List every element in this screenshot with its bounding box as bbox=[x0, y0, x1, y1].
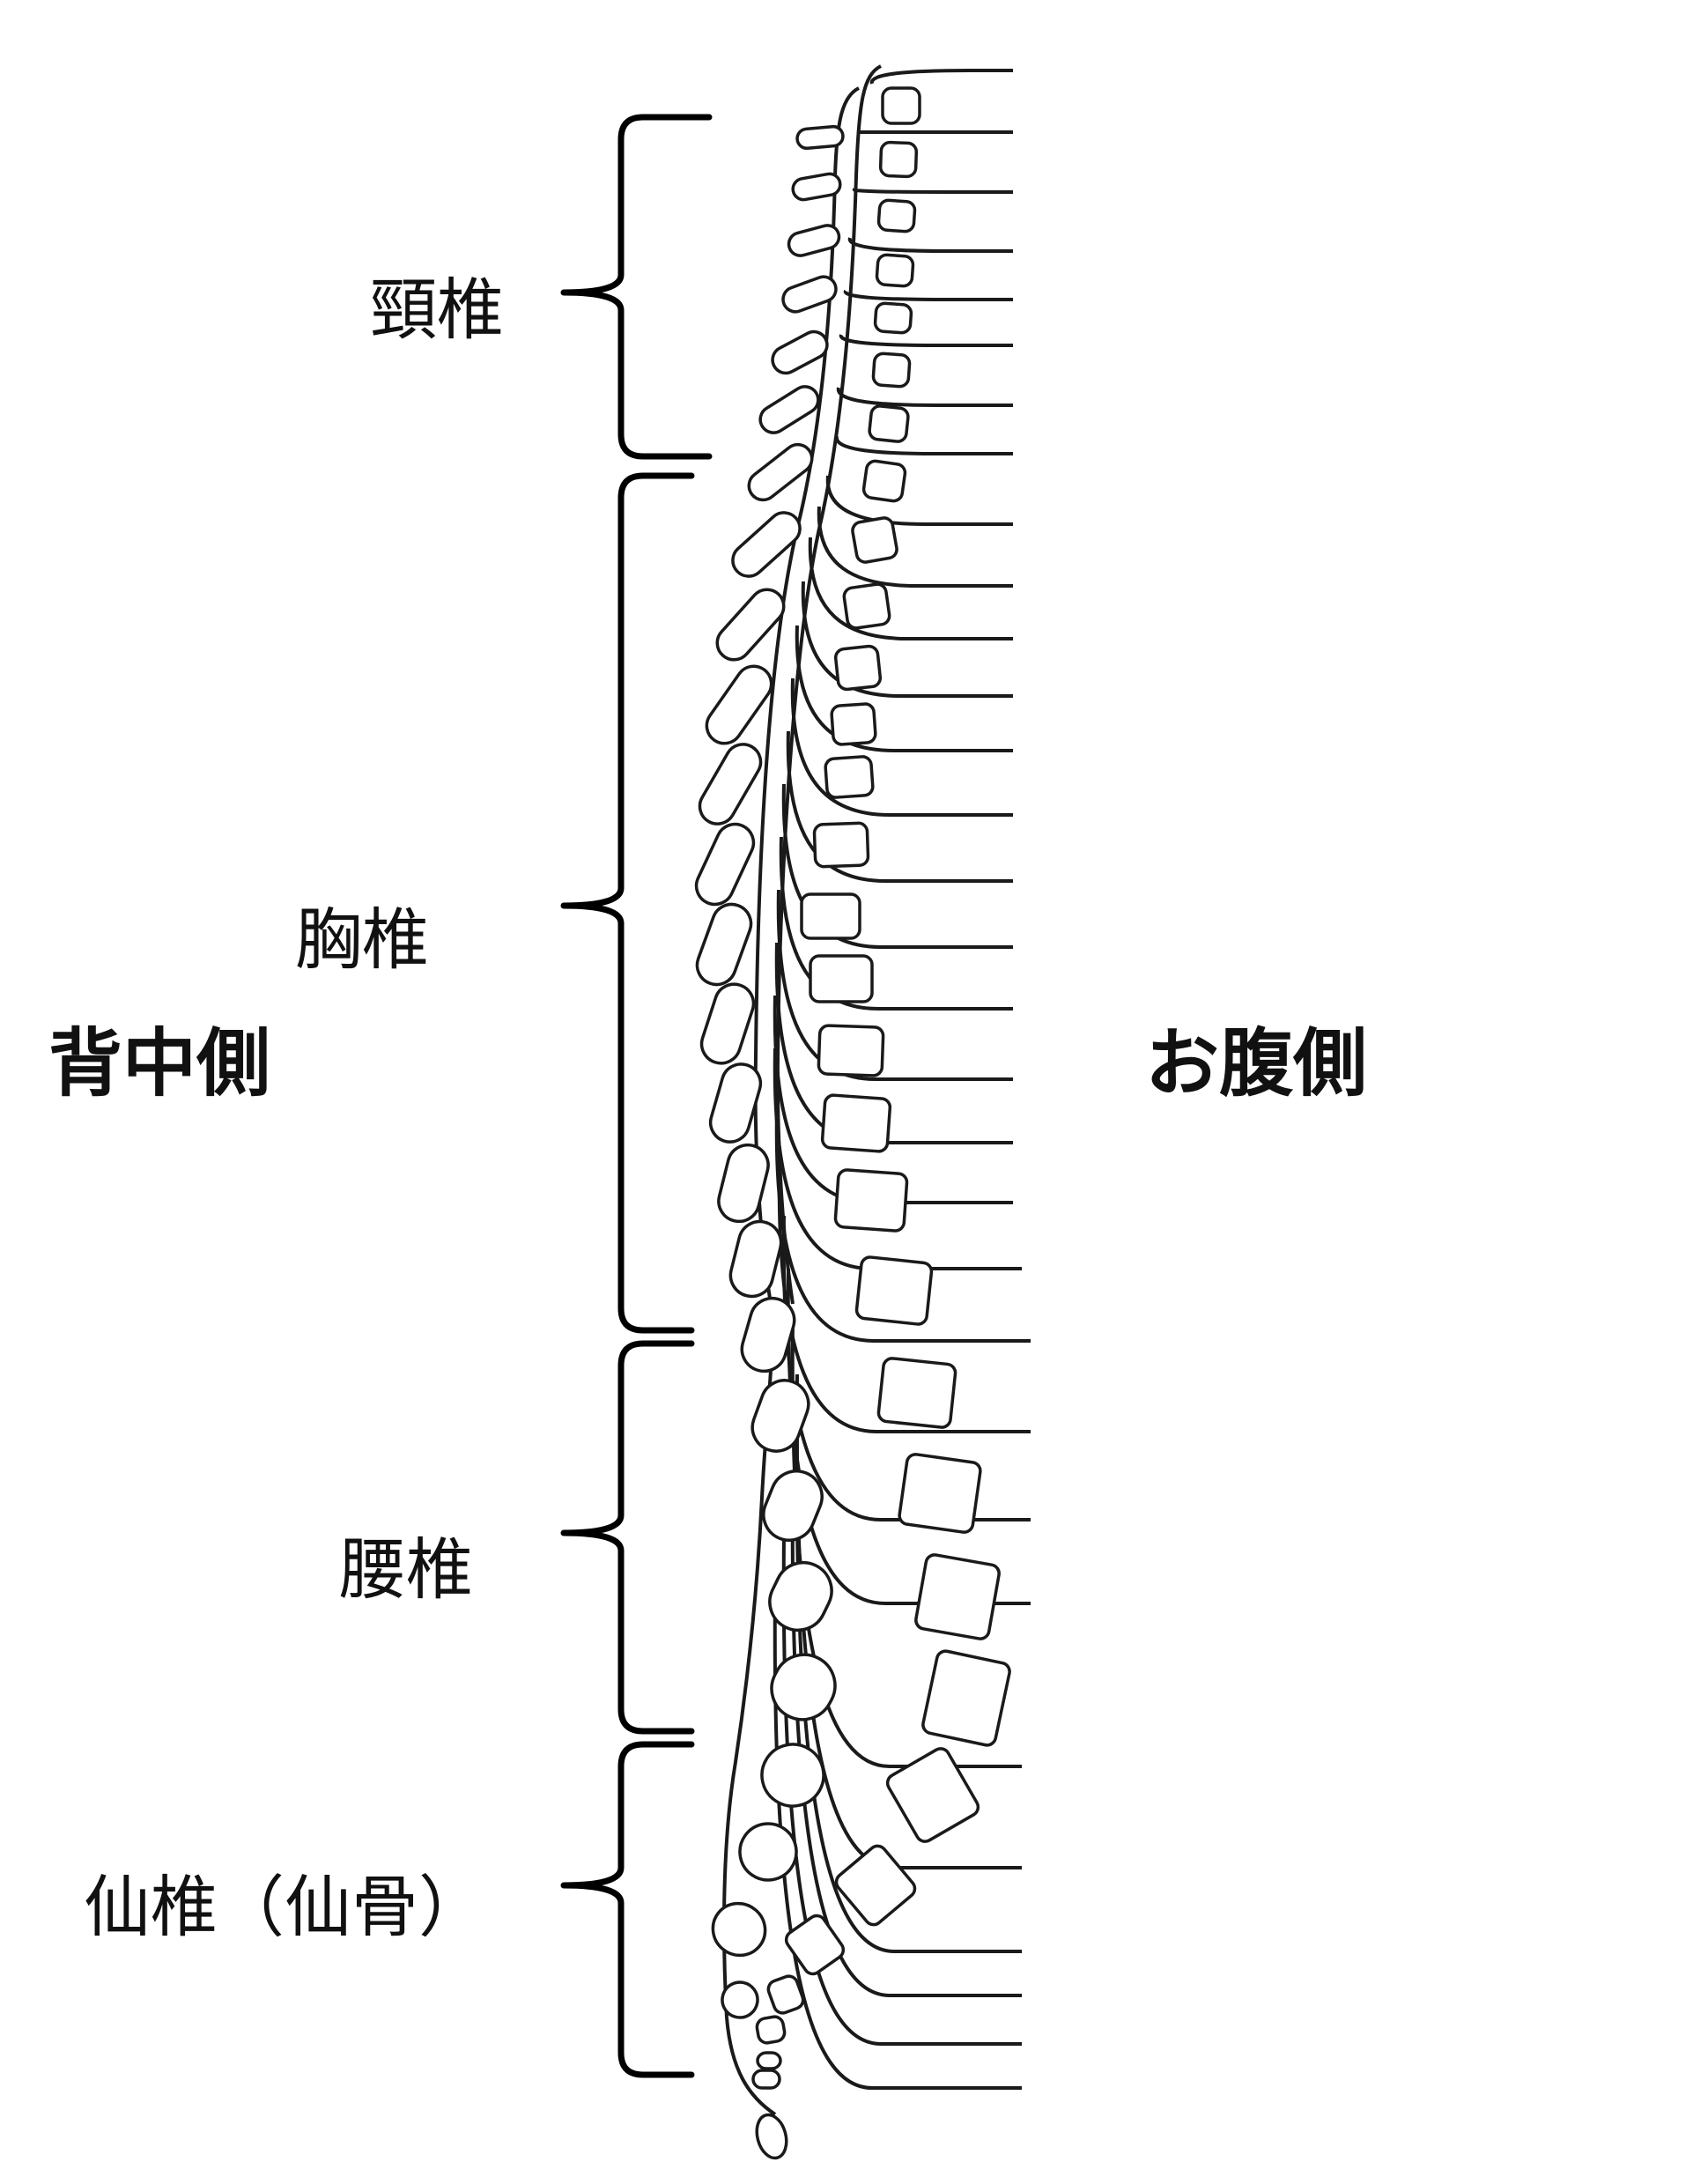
thoracic-brace bbox=[560, 472, 695, 1334]
vertebral-body-8 bbox=[861, 459, 907, 503]
spinous-process-14 bbox=[699, 982, 756, 1065]
sacral-label: 仙椎（仙骨） bbox=[84, 1868, 485, 1946]
spinous-process-9 bbox=[715, 588, 786, 662]
spinous-process-13 bbox=[695, 902, 753, 987]
spinal-nerve-20 bbox=[773, 995, 1013, 1204]
spinous-process-2 bbox=[791, 172, 842, 202]
spinal-nerve-5 bbox=[843, 290, 1013, 301]
vertebral-body-26 bbox=[834, 1844, 917, 1927]
vertebral-body-2 bbox=[878, 140, 919, 179]
vertebral-body-6 bbox=[871, 352, 912, 389]
cervical-brace bbox=[560, 114, 713, 460]
vertebral-body-18 bbox=[820, 1093, 892, 1153]
spinal-nerve-10 bbox=[817, 506, 1013, 588]
spinous-process-24 bbox=[738, 1822, 798, 1882]
vertebral-body-5 bbox=[873, 301, 913, 335]
spinous-process-21 bbox=[768, 1560, 833, 1632]
vertebral-body-3 bbox=[876, 198, 917, 233]
vertebral-body-27 bbox=[784, 1914, 846, 1976]
dorsal-side-label: 背中側 bbox=[48, 1020, 271, 1107]
cervical-label: 頸椎 bbox=[370, 270, 504, 349]
spinous-process-5 bbox=[771, 329, 829, 375]
vertebral-body-25 bbox=[885, 1747, 980, 1843]
spinal-nerve-25 bbox=[786, 1268, 1031, 1605]
spinous-process-22 bbox=[770, 1653, 837, 1721]
spinous-processes bbox=[694, 124, 845, 2160]
spinous-process-10 bbox=[705, 664, 773, 745]
sacral-brace bbox=[560, 1741, 695, 2078]
vertebral-body-14 bbox=[812, 821, 870, 869]
canal-inner-line bbox=[775, 64, 883, 1305]
spinal-nerve-9 bbox=[825, 475, 1013, 526]
spinous-process-11 bbox=[698, 743, 763, 825]
spinous-process-17 bbox=[728, 1219, 783, 1299]
spinous-process-19 bbox=[750, 1379, 810, 1453]
spinal-nerve-8 bbox=[834, 435, 1013, 455]
vertebral-body-15 bbox=[800, 892, 861, 940]
spinal-nerve-11 bbox=[808, 537, 1013, 640]
vertebral-body-28 bbox=[766, 1974, 805, 2015]
thoracic-label: 胸椎 bbox=[295, 900, 429, 979]
vertebral-body-17 bbox=[817, 1024, 885, 1077]
vertebral-body-13 bbox=[824, 755, 875, 799]
vertebral-body-23 bbox=[914, 1553, 1001, 1640]
spinous-process-8 bbox=[731, 511, 802, 578]
vertebral-body-19 bbox=[833, 1168, 909, 1233]
spinous-process-6 bbox=[758, 385, 820, 434]
spinous-process-28 bbox=[755, 2113, 788, 2160]
vertebral-body-30 bbox=[756, 2051, 782, 2070]
lumbar-label: 腰椎 bbox=[339, 1530, 473, 1609]
spinous-process-15 bbox=[708, 1062, 763, 1144]
lumbar-brace bbox=[560, 1340, 695, 1735]
vertebral-body-24 bbox=[921, 1649, 1011, 1747]
vertebral-body-12 bbox=[830, 702, 877, 746]
ventral-side-label: お腹側 bbox=[1145, 1020, 1368, 1107]
vertebral-body-11 bbox=[833, 644, 883, 692]
vertebral-body-1 bbox=[881, 86, 921, 125]
vertebral-body-10 bbox=[842, 582, 891, 630]
spinous-process-3 bbox=[787, 224, 841, 257]
spinous-process-26 bbox=[721, 1980, 759, 2019]
spinal-nerve-21 bbox=[773, 1048, 1022, 1270]
vertebral-body-21 bbox=[876, 1357, 957, 1429]
spinal-nerve-3 bbox=[852, 188, 1013, 194]
vertebral-body-20 bbox=[854, 1255, 934, 1326]
spinous-process-4 bbox=[781, 275, 838, 314]
vertebral-body-9 bbox=[851, 516, 898, 564]
spinal-nerve-13 bbox=[795, 625, 1013, 752]
spinous-process-23 bbox=[760, 1743, 825, 1808]
spinal-nerve-6 bbox=[839, 334, 1013, 347]
spinous-process-18 bbox=[740, 1296, 796, 1373]
spinal-nerve-4 bbox=[847, 237, 1013, 253]
vertebral-body-7 bbox=[868, 404, 910, 443]
spinal-nerve-14 bbox=[790, 677, 1013, 817]
vertebral-bodies bbox=[755, 86, 1011, 2070]
vertebral-body-16 bbox=[809, 954, 874, 1003]
spinous-process-1 bbox=[795, 124, 845, 151]
spinous-process-27 bbox=[751, 2069, 781, 2090]
spinous-process-7 bbox=[747, 442, 814, 502]
spinal-nerve-31 bbox=[773, 1585, 1022, 2090]
region-braces bbox=[560, 114, 713, 2078]
spinous-process-25 bbox=[711, 1901, 767, 1958]
spinous-process-20 bbox=[762, 1470, 824, 1542]
vertebral-body-22 bbox=[898, 1453, 982, 1534]
spinous-process-16 bbox=[717, 1143, 770, 1224]
vertebral-body-4 bbox=[875, 253, 915, 288]
spinal-nerve-29 bbox=[790, 1479, 1022, 1997]
spinal-nerve-1 bbox=[869, 69, 1013, 85]
spinous-process-12 bbox=[694, 822, 756, 907]
spinal-nerve-7 bbox=[836, 387, 1013, 407]
vertebral-body-29 bbox=[755, 2015, 787, 2045]
